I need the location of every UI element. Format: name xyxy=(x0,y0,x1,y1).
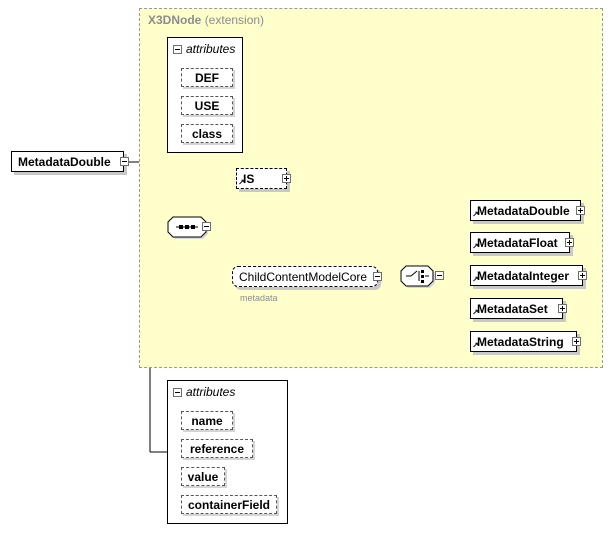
collapse-icon[interactable] xyxy=(435,271,444,280)
choice-child-label: MetadataString xyxy=(477,334,564,349)
attribute-label: class xyxy=(191,126,223,141)
attributes-header-label: attributes xyxy=(186,385,236,399)
reference-arrow-icon: ↗ xyxy=(472,308,479,317)
expand-icon[interactable] xyxy=(558,304,567,313)
choice-compositor-icon xyxy=(400,265,435,288)
choice-child-metadata-string[interactable]: ↗ MetadataString xyxy=(470,331,581,352)
attribute-value[interactable]: value xyxy=(181,467,225,486)
choice-compositor[interactable] xyxy=(400,265,444,288)
reference-arrow-icon: ↗ xyxy=(472,210,479,219)
choice-child-metadata-set[interactable]: ↗ MetadataSet xyxy=(470,298,567,319)
extension-base-name: X3DNode xyxy=(148,13,202,27)
choice-child-metadata-double[interactable]: ↗ MetadataDouble xyxy=(470,200,585,221)
attributes-header[interactable]: attributes xyxy=(173,42,235,56)
reference-arrow-icon: ↗ xyxy=(238,178,245,187)
attribute-label: USE xyxy=(194,98,220,113)
element-is[interactable]: ↗ IS xyxy=(236,168,291,189)
group-sublabel: metadata xyxy=(240,293,278,303)
choice-child-metadata-float[interactable]: ↗ MetadataFloat xyxy=(470,232,574,253)
attribute-label: containerField xyxy=(187,497,270,512)
collapse-icon[interactable] xyxy=(202,222,211,231)
attribute-container-field[interactable]: containerField xyxy=(181,495,277,514)
extension-title: X3DNode (extension) xyxy=(148,13,264,27)
choice-child-metadata-integer[interactable]: ↗ MetadataInteger xyxy=(470,265,587,286)
collapse-icon[interactable] xyxy=(173,44,182,54)
expand-icon[interactable] xyxy=(578,271,587,280)
group-label: ChildContentModelCore xyxy=(239,269,368,284)
attribute-use[interactable]: USE xyxy=(181,96,233,115)
attribute-label: value xyxy=(187,469,219,484)
collapse-icon[interactable] xyxy=(173,387,182,397)
group-child-content-model-core[interactable]: ChildContentModelCore xyxy=(232,266,382,287)
attribute-class[interactable]: class xyxy=(181,124,233,143)
choice-child-label: MetadataInteger xyxy=(477,268,570,283)
expand-icon[interactable] xyxy=(565,238,574,247)
attribute-label: reference xyxy=(189,441,245,456)
sequence-compositor[interactable] xyxy=(167,216,211,239)
inherited-attributes-group: attributes DEF USE class xyxy=(167,37,243,153)
collapse-icon[interactable] xyxy=(120,157,129,166)
attribute-label: name xyxy=(191,413,223,428)
root-element[interactable]: MetadataDouble xyxy=(11,151,129,172)
attribute-reference[interactable]: reference xyxy=(181,439,253,458)
choice-child-label: MetadataFloat xyxy=(477,235,558,250)
choice-child-label: MetadataDouble xyxy=(477,203,570,218)
element-is-label: IS xyxy=(243,171,255,186)
collapse-icon[interactable] xyxy=(373,272,382,281)
reference-arrow-icon: ↗ xyxy=(472,242,479,251)
expand-icon[interactable] xyxy=(282,174,291,183)
attributes-header[interactable]: attributes xyxy=(173,385,235,399)
sequence-compositor-icon xyxy=(167,216,208,239)
reference-arrow-icon: ↗ xyxy=(472,275,479,284)
attribute-name[interactable]: name xyxy=(181,411,233,430)
root-element-label: MetadataDouble xyxy=(18,154,111,169)
extension-suffix: (extension) xyxy=(204,13,265,27)
reference-arrow-icon: ↗ xyxy=(472,341,479,350)
expand-icon[interactable] xyxy=(572,337,581,346)
own-attributes-group: attributes name reference value containe… xyxy=(167,380,288,524)
expand-icon[interactable] xyxy=(576,206,585,215)
attribute-label: DEF xyxy=(195,70,219,85)
choice-child-label: MetadataSet xyxy=(477,301,548,316)
attributes-header-label: attributes xyxy=(186,42,236,56)
attribute-def[interactable]: DEF xyxy=(181,68,233,87)
